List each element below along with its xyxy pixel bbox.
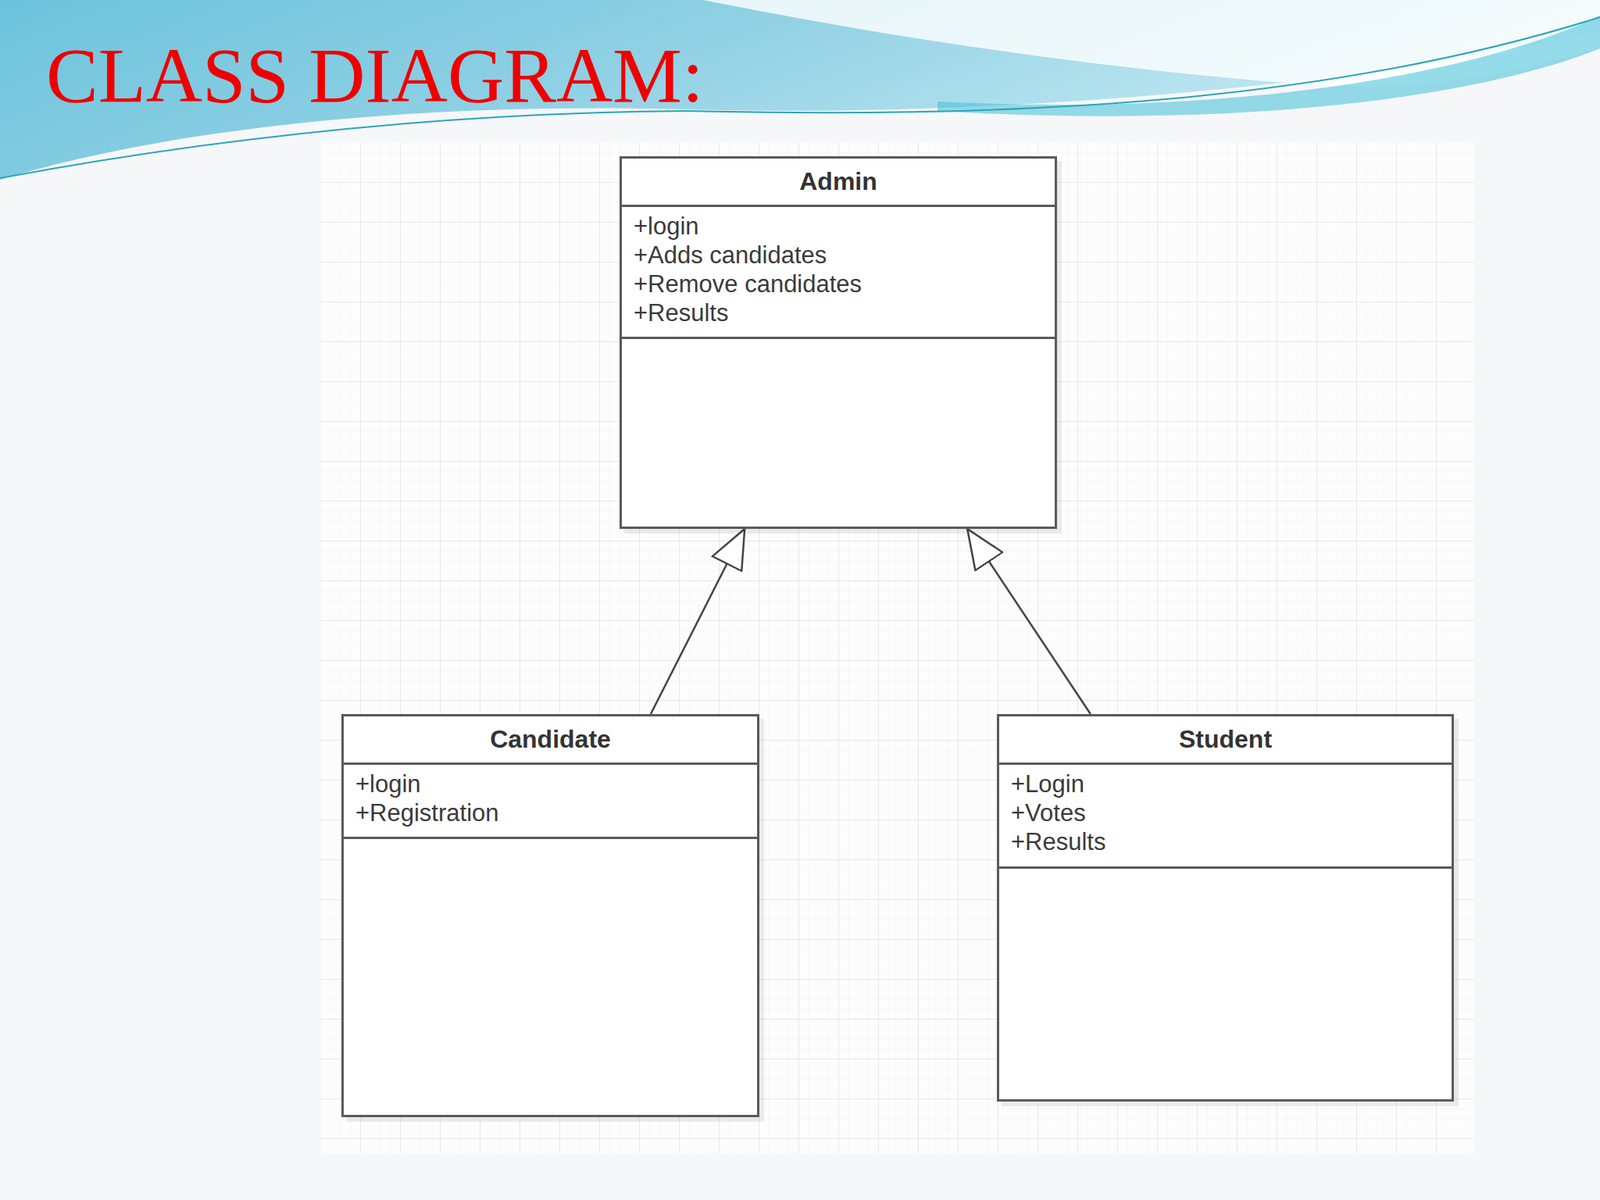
operation-compartment (343, 839, 758, 1115)
generalization-arrow (967, 528, 1091, 715)
class-member: +Results (633, 299, 729, 327)
attribute-compartment: +Login+Votes+Results (999, 764, 1452, 869)
member-line: +Votes (1010, 798, 1440, 828)
class-member: +Results (1010, 828, 1106, 856)
attribute-compartment: +login+Adds candidates+Remove candidates… (621, 207, 1055, 340)
class-member: +login (355, 770, 422, 798)
class-name: Admin (799, 167, 878, 197)
member-line: +Registration (355, 798, 746, 828)
class-box: Admin +login+Adds candidates+Remove candi… (619, 156, 1058, 529)
class-name-compartment: Candidate (343, 716, 758, 765)
class-member: +Adds candidates (633, 241, 827, 269)
member-line: +Adds candidates (633, 240, 1043, 270)
class-member: +Remove candidates (633, 270, 862, 298)
banner-band (937, 15, 1600, 117)
class-member: +login (633, 212, 700, 240)
member-line: +login (355, 769, 746, 799)
member-line: +Login (1010, 769, 1440, 799)
member-line: +Results (1010, 827, 1440, 857)
class-name-compartment: Student (999, 716, 1452, 765)
operation-compartment (621, 339, 1055, 527)
grid-area (321, 142, 1475, 1154)
member-line: +Results (633, 298, 1043, 328)
class-member: +Votes (1010, 799, 1086, 827)
class-member: +Registration (355, 799, 500, 827)
member-line: +login (633, 211, 1043, 241)
class-name-compartment: Admin (621, 158, 1055, 208)
class-box: Student +Login+Votes+Results (996, 714, 1454, 1102)
member-line: +Remove candidates (633, 269, 1043, 299)
operation-compartment (999, 868, 1452, 1100)
class-name: Candidate (489, 725, 611, 754)
generalization-arrow (650, 528, 745, 715)
grid-lines (321, 142, 1475, 1154)
class-name: Student (1178, 725, 1272, 754)
class-box: Candidate +login+Registration (341, 714, 760, 1118)
slide-title: CLASS DIAGRAM: (46, 36, 704, 115)
attribute-compartment: +login+Registration (343, 764, 758, 840)
class-member: +Login (1010, 770, 1085, 798)
banner-line (687, 17, 1600, 113)
